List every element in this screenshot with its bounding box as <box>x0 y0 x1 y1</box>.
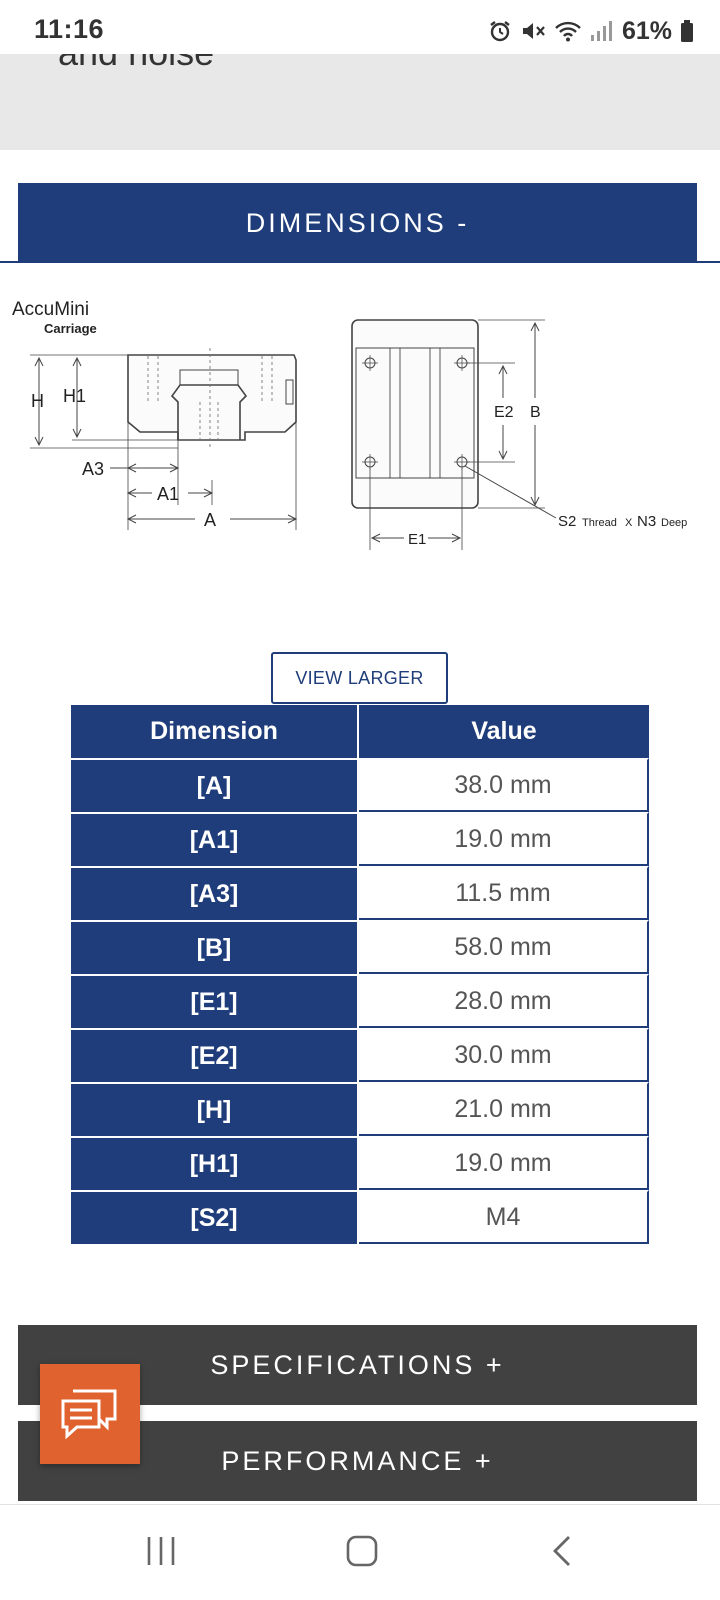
dimension-cell: [A1] <box>71 812 359 866</box>
system-nav-bar <box>0 1504 720 1600</box>
status-icons: 61% <box>488 17 694 45</box>
signal-icon <box>590 19 612 43</box>
dimensions-header-label: DIMENSIONS - <box>245 207 470 238</box>
value-cell: 30.0 mm <box>359 1028 649 1082</box>
value-cell: M4 <box>359 1190 649 1244</box>
table-row: [A] 38.0 mm <box>71 758 649 812</box>
drawing-label-thread: Thread <box>582 517 617 529</box>
home-button[interactable] <box>332 1531 392 1575</box>
section-divider <box>0 261 720 263</box>
dimensions-accordion-header[interactable]: DIMENSIONS - <box>18 183 697 263</box>
value-cell: 19.0 mm <box>359 812 649 866</box>
dimension-cell: [A] <box>71 758 359 812</box>
dimension-cell: [A3] <box>71 866 359 920</box>
drawing-label-x: X <box>625 517 633 529</box>
drawing-label-b: B <box>530 404 541 421</box>
alarm-icon <box>488 19 512 43</box>
table-row: [B] 58.0 mm <box>71 920 649 974</box>
drawing-label-s2: S2 <box>558 513 576 530</box>
chat-icon <box>59 1383 121 1446</box>
back-icon <box>546 1534 580 1573</box>
previous-section-text: and noise <box>58 54 214 74</box>
wifi-icon <box>554 19 582 43</box>
table-row: [A3] 11.5 mm <box>71 866 649 920</box>
status-time: 11:16 <box>34 14 105 44</box>
table-row: [H] 21.0 mm <box>71 1082 649 1136</box>
drawing-label-e2: E2 <box>494 404 514 421</box>
table-row: [S2] M4 <box>71 1190 649 1244</box>
table-header-row: Dimension Value <box>71 705 649 758</box>
table-row: [E1] 28.0 mm <box>71 974 649 1028</box>
dimension-cell: [E2] <box>71 1028 359 1082</box>
drawing-label-h: H <box>31 391 44 411</box>
value-cell: 11.5 mm <box>359 866 649 920</box>
view-larger-button[interactable]: VIEW LARGER <box>271 652 448 704</box>
drawing-label-e1: E1 <box>408 531 426 548</box>
battery-percent: 61% <box>621 16 672 45</box>
column-header-value: Value <box>359 705 649 758</box>
view-larger-label: VIEW LARGER <box>295 667 424 688</box>
drawing-subtitle-label: Carriage <box>44 321 97 336</box>
table-row: [H1] 19.0 mm <box>71 1136 649 1190</box>
dimension-cell: [S2] <box>71 1190 359 1244</box>
recent-apps-button[interactable] <box>131 1531 191 1575</box>
dimensions-table: Dimension Value [A] 38.0 mm [A1] 19.0 mm… <box>71 705 649 1244</box>
drawing-label-n3: N3 <box>637 513 656 530</box>
column-header-dimension: Dimension <box>71 705 359 758</box>
status-bar: 11:16 61% <box>0 0 720 54</box>
value-cell: 58.0 mm <box>359 920 649 974</box>
dimension-cell: [H] <box>71 1082 359 1136</box>
value-cell: 38.0 mm <box>359 758 649 812</box>
back-button[interactable] <box>533 1531 593 1575</box>
dimension-cell: [B] <box>71 920 359 974</box>
home-icon <box>345 1534 379 1573</box>
previous-section: and noise <box>0 54 720 150</box>
performance-label: PERFORMANCE + <box>221 1445 494 1476</box>
mute-icon <box>520 19 546 43</box>
dimension-drawing: AccuMini Carriage <box>12 299 687 550</box>
table-row: [E2] 30.0 mm <box>71 1028 649 1082</box>
drawing-product-label: AccuMini <box>12 299 89 320</box>
dimension-cell: [E1] <box>71 974 359 1028</box>
value-cell: 28.0 mm <box>359 974 649 1028</box>
dimension-cell: [H1] <box>71 1136 359 1190</box>
recent-apps-icon <box>144 1534 178 1573</box>
specifications-label: SPECIFICATIONS + <box>210 1349 505 1380</box>
battery-icon <box>680 19 694 43</box>
value-cell: 19.0 mm <box>359 1136 649 1190</box>
drawing-label-a3: A3 <box>82 459 104 479</box>
table-row: [A1] 19.0 mm <box>71 812 649 866</box>
value-cell: 21.0 mm <box>359 1082 649 1136</box>
drawing-label-a1: A1 <box>157 484 179 504</box>
drawing-label-deep: Deep <box>661 517 687 529</box>
drawing-label-h1: H1 <box>63 386 86 406</box>
chat-button[interactable] <box>40 1364 140 1464</box>
drawing-label-a: A <box>204 510 216 530</box>
